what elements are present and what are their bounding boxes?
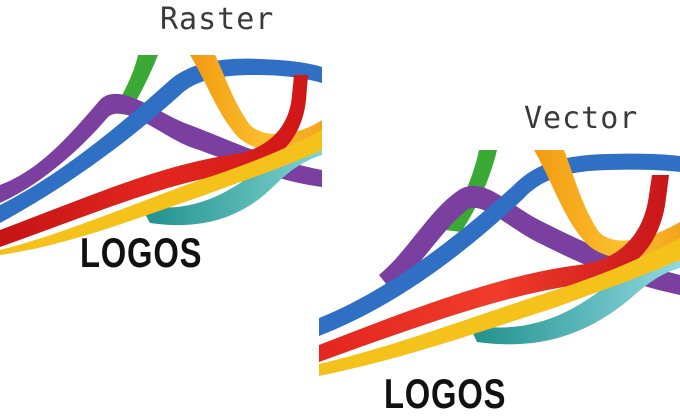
ribbon-orange (190, 55, 322, 151)
vector-ribbon-art (319, 150, 680, 376)
ribbon-purple (0, 93, 322, 203)
vector-logo-text: LOGOS (384, 370, 507, 416)
ribbon-blue (0, 58, 322, 223)
ribbon-yellow (0, 130, 322, 255)
ribbon-yellow (319, 238, 680, 376)
ribbon-blue (319, 153, 680, 336)
raster-title: Raster (160, 2, 275, 37)
vector-title: Vector (524, 101, 639, 136)
ribbon-red (0, 75, 308, 247)
raster-ribbon-art (0, 55, 322, 255)
ribbon-red (319, 175, 669, 362)
raster-logo-text: LOGOS (80, 229, 203, 276)
ribbon-orange (534, 150, 680, 259)
